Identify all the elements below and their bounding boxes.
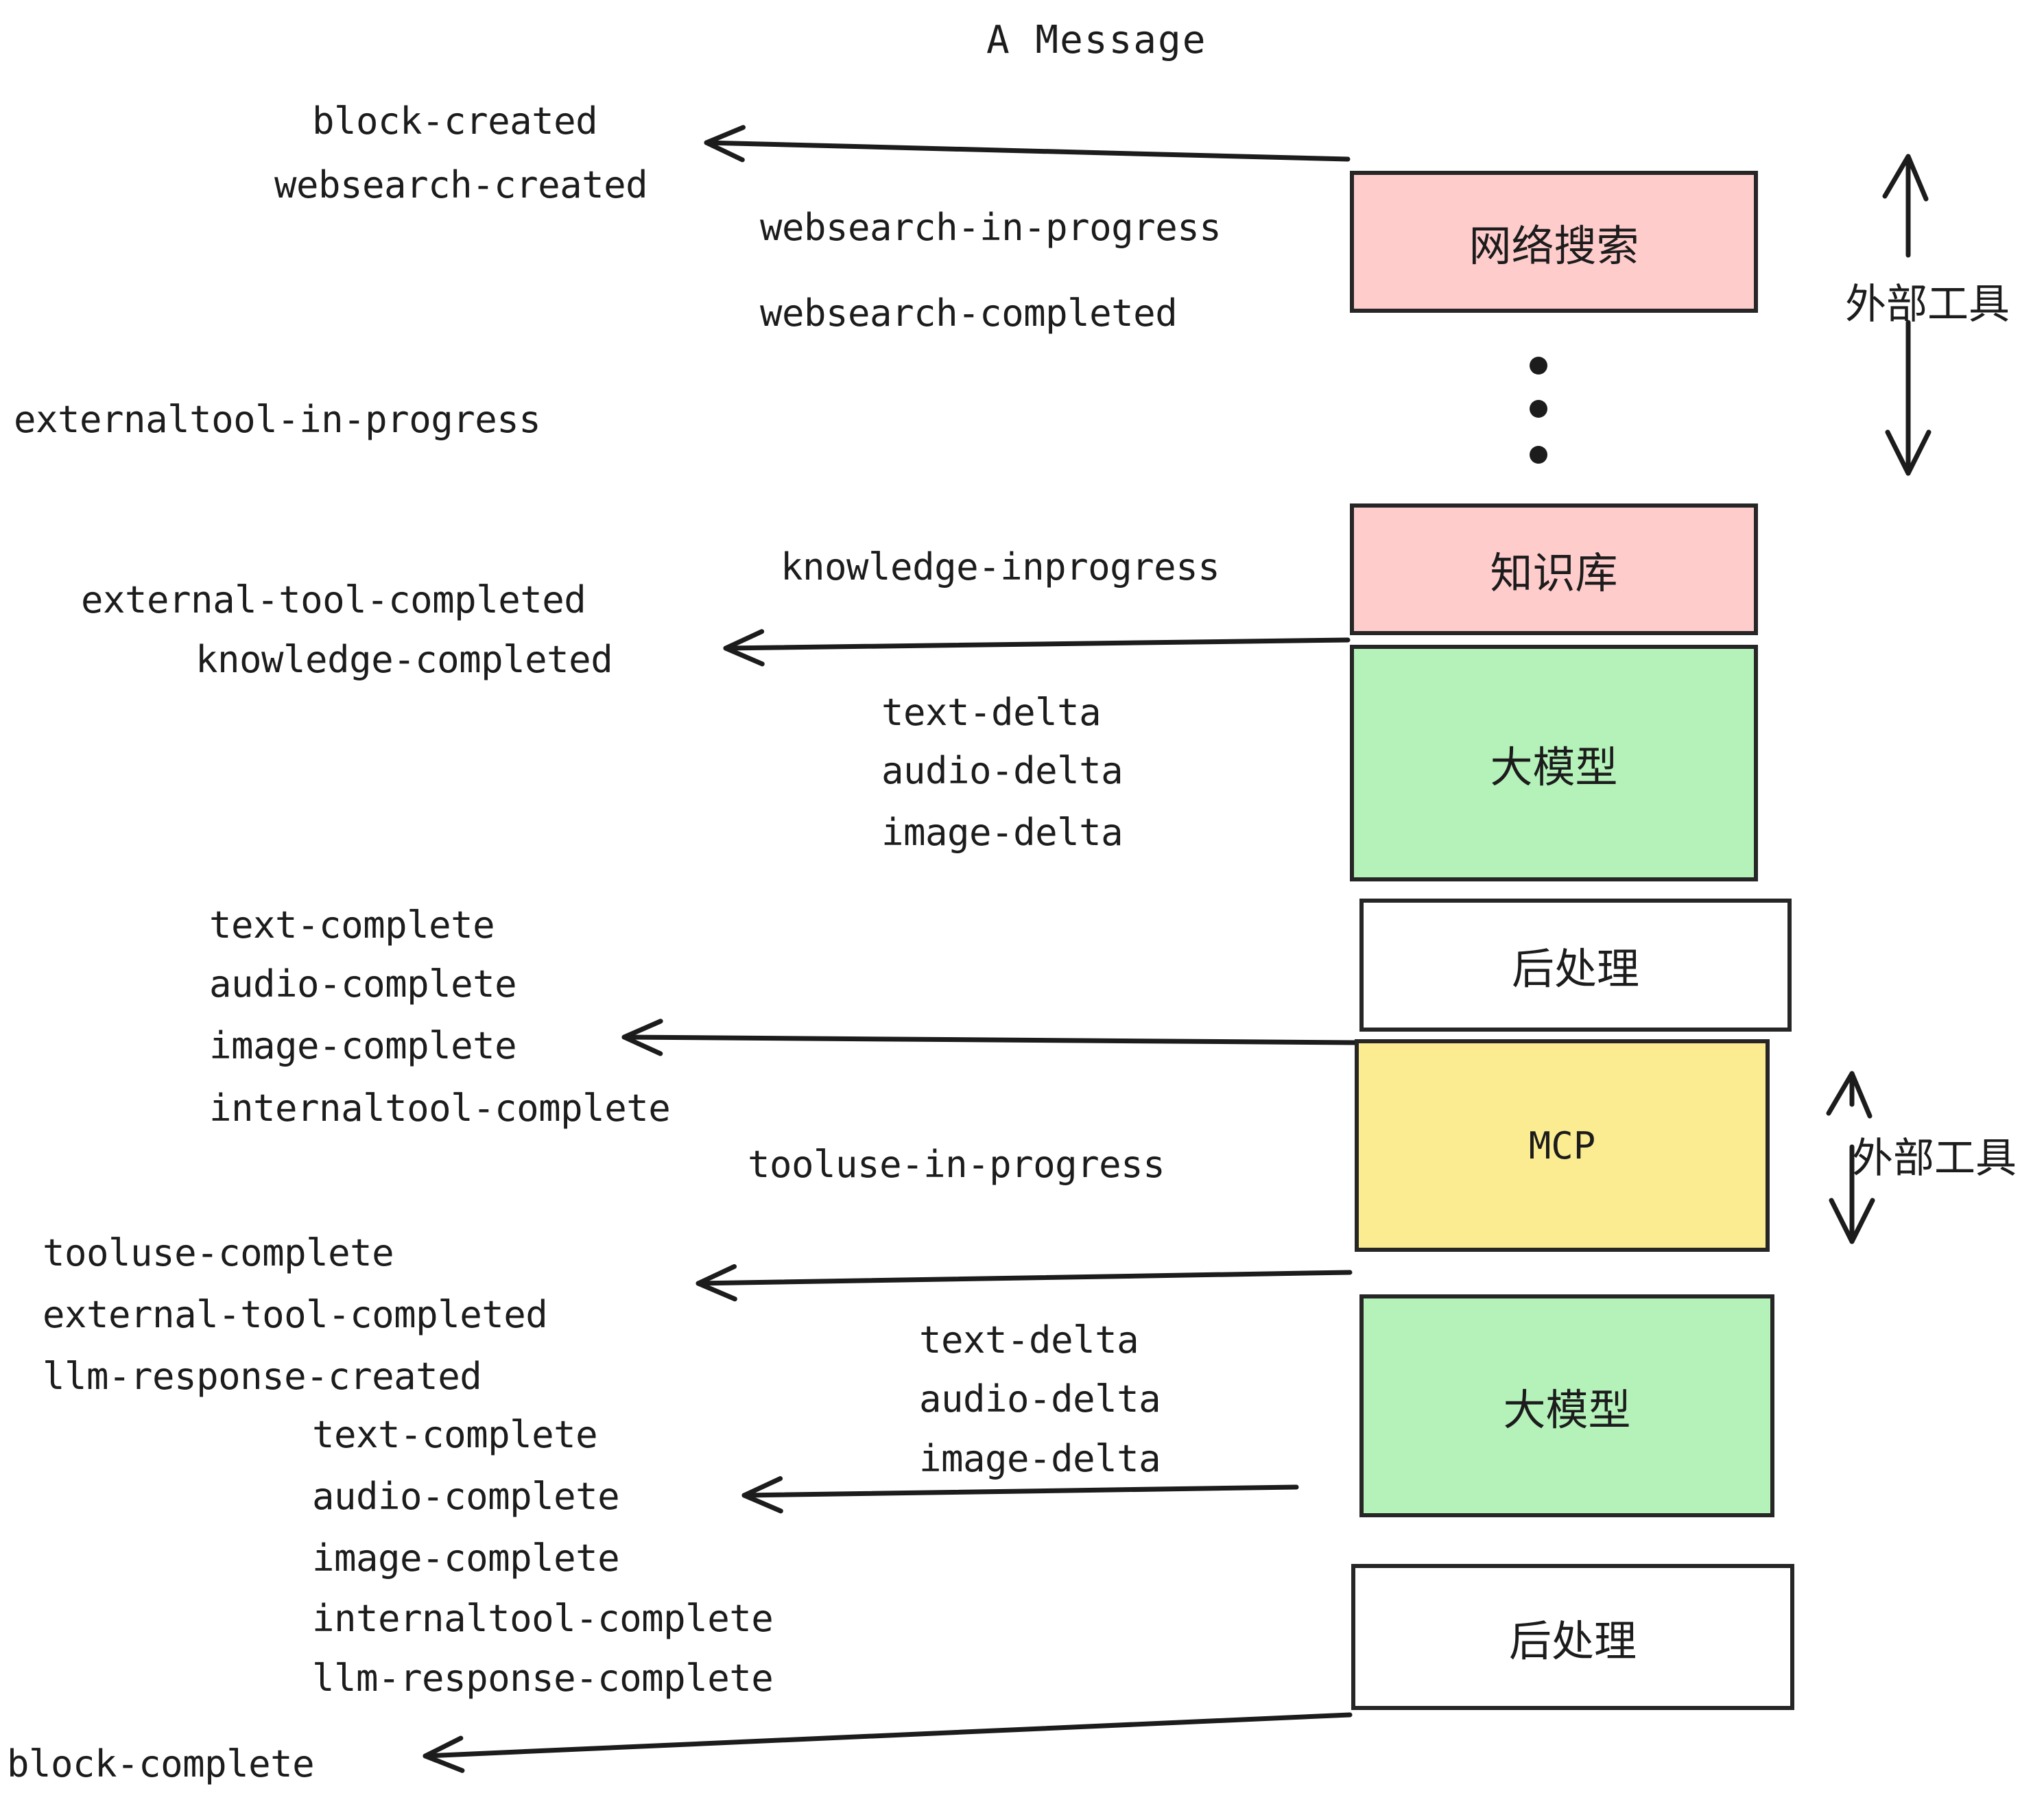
node-label-knowledge: 知识库 <box>1490 548 1618 598</box>
event-label-external-tool-completed: external-tool-completed <box>81 578 586 621</box>
arrow-knowledge-to-completed <box>723 629 1351 667</box>
arrow-post-to-block-complete-shaft <box>423 1712 1353 1759</box>
event-label-externaltool-in-progress: externaltool-in-progress <box>14 398 541 441</box>
arrow-knowledge-to-completed-head <box>723 629 765 667</box>
arrow-post-to-block-complete-head <box>423 1735 465 1773</box>
event-label-tooluse-complete: tooluse-complete <box>43 1231 394 1274</box>
external-tool-arrow-top-down-head <box>1885 429 1932 476</box>
arrow-mcp-to-tooluse-shaft <box>696 1270 1353 1286</box>
event-label-image-delta-2: image-delta <box>919 1437 1161 1480</box>
event-label-websearch-in-progress: websearch-in-progress <box>760 206 1222 249</box>
arrow-websearch-to-block-shaft <box>704 140 1351 162</box>
event-label-external-tool-completed-2: external-tool-completed <box>43 1293 548 1336</box>
arrow-knowledge-to-completed-shaft <box>723 637 1351 651</box>
event-label-text-delta-2: text-delta <box>919 1318 1139 1362</box>
event-label-websearch-created: websearch-created <box>274 163 648 206</box>
ellipsis-dot-1 <box>1530 357 1547 375</box>
event-label-image-complete-2: image-complete <box>312 1536 620 1580</box>
node-mcp: MCP <box>1355 1039 1770 1252</box>
node-knowledge: 知识库 <box>1350 503 1758 635</box>
event-label-audio-delta-1: audio-delta <box>881 749 1124 792</box>
event-label-llm-response-complete: llm-response-complete <box>312 1657 774 1700</box>
arrow-llm-to-audio-complete-head <box>741 1476 783 1514</box>
side-label-external-tool-bottom: 外部工具 <box>1852 1135 2017 1183</box>
arrow-llm-to-audio-complete-shaft <box>741 1484 1299 1498</box>
event-label-audio-delta-2: audio-delta <box>919 1377 1161 1421</box>
arrow-websearch-to-block <box>704 125 1351 163</box>
event-label-image-delta-1: image-delta <box>881 811 1124 854</box>
arrow-llm-to-audio-complete <box>741 1476 1299 1514</box>
external-tool-arrow-bottom-down-head <box>1829 1198 1875 1244</box>
node-llm-top: 大模型 <box>1350 645 1758 881</box>
event-label-audio-complete-2: audio-complete <box>312 1475 620 1518</box>
event-label-llm-response-created: llm-response-created <box>43 1355 482 1398</box>
node-llm-bottom: 大模型 <box>1359 1294 1774 1517</box>
node-label-websearch: 网络搜索 <box>1469 220 1639 271</box>
ellipsis-dot-2 <box>1530 400 1547 418</box>
arrow-post-to-image-complete-shaft <box>621 1034 1357 1045</box>
event-label-block-complete: block-complete <box>7 1742 315 1785</box>
node-post-top: 后处理 <box>1359 899 1792 1032</box>
event-label-knowledge-inprogress: knowledge-inprogress <box>781 545 1220 589</box>
ellipsis-dot-3 <box>1530 446 1547 464</box>
external-tool-arrow-bottom-up-head <box>1826 1071 1873 1119</box>
node-websearch: 网络搜索 <box>1350 171 1758 313</box>
arrow-mcp-to-tooluse-head <box>696 1263 737 1302</box>
node-label-mcp: MCP <box>1528 1124 1596 1167</box>
arrow-post-to-block-complete <box>423 1712 1353 1773</box>
node-label-post-top: 后处理 <box>1511 944 1639 994</box>
event-label-internaltool-complete-2: internaltool-complete <box>312 1597 774 1640</box>
node-label-llm-bottom: 大模型 <box>1503 1384 1631 1435</box>
arrow-websearch-to-block-head <box>704 125 746 163</box>
event-label-block-created: block-created <box>312 99 598 143</box>
event-label-text-delta-1: text-delta <box>881 691 1102 734</box>
node-post-bottom: 后处理 <box>1351 1564 1794 1710</box>
node-label-llm-top: 大模型 <box>1490 741 1618 792</box>
side-label-external-tool-top: 外部工具 <box>1845 281 2010 329</box>
event-label-text-complete-1: text-complete <box>209 903 495 947</box>
page-title: A Message <box>986 18 1207 62</box>
external-tool-arrow-top-up-head <box>1882 154 1929 202</box>
arrow-mcp-to-tooluse <box>696 1263 1353 1302</box>
event-label-audio-complete-1: audio-complete <box>209 962 517 1006</box>
event-label-tooluse-in-progress: tooluse-in-progress <box>748 1143 1165 1186</box>
arrow-post-to-image-complete <box>621 1019 1357 1056</box>
event-label-image-complete-1: image-complete <box>209 1024 517 1067</box>
node-label-post-bottom: 后处理 <box>1508 1615 1637 1666</box>
event-label-text-complete-2: text-complete <box>312 1413 598 1456</box>
event-label-knowledge-completed: knowledge-completed <box>195 638 613 681</box>
event-label-internaltool-complete-1: internaltool-complete <box>209 1087 671 1130</box>
arrow-post-to-image-complete-head <box>621 1019 663 1056</box>
event-label-websearch-completed: websearch-completed <box>760 292 1178 335</box>
